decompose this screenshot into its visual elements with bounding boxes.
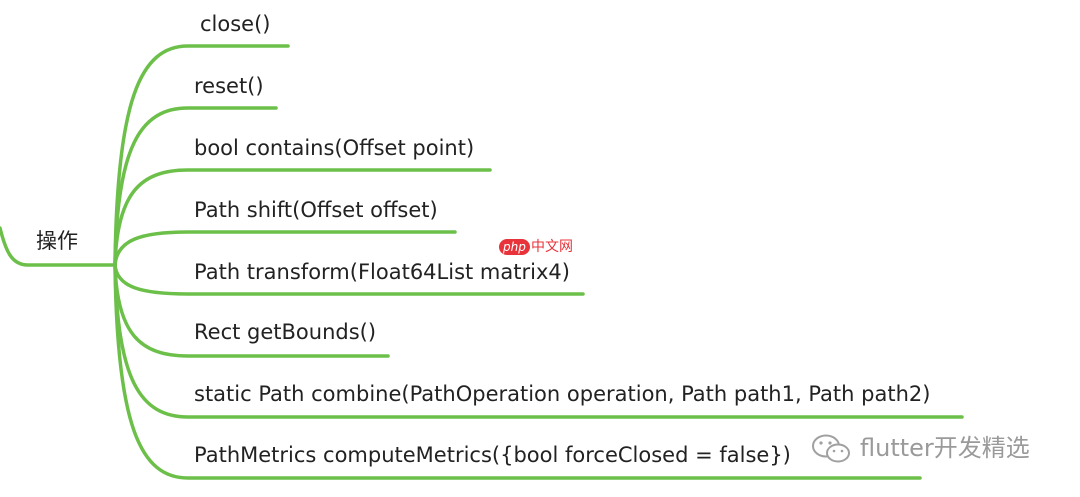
branch-label-shift: Path shift(Offset offset) [194, 198, 438, 222]
branch-label-close: close() [200, 12, 271, 36]
branch-connector-computemetrics [113, 263, 922, 480]
root-underline [0, 226, 117, 267]
branch-connector-contains [113, 168, 492, 267]
branch-label-reset: reset() [194, 74, 264, 98]
wechat-icon [812, 434, 850, 463]
branch-connector-shift [113, 230, 457, 267]
branch-connector-reset [113, 106, 278, 267]
branch-label-getbounds: Rect getBounds() [194, 320, 377, 344]
php-watermark-badge: php [499, 239, 530, 256]
root-node-label: 操作 [36, 229, 78, 253]
php-watermark-text: 中文网 [531, 239, 573, 255]
branch-label-combine: static Path combine(PathOperation operat… [194, 382, 931, 406]
branch-label-contains: bool contains(Offset point) [194, 136, 475, 160]
branch-label-computemetrics: PathMetrics computeMetrics({bool forceCl… [194, 443, 791, 467]
wechat-watermark-text: flutter开发精选 [860, 434, 1030, 462]
branch-label-transform: Path transform(Float64List matrix4) [194, 260, 570, 284]
